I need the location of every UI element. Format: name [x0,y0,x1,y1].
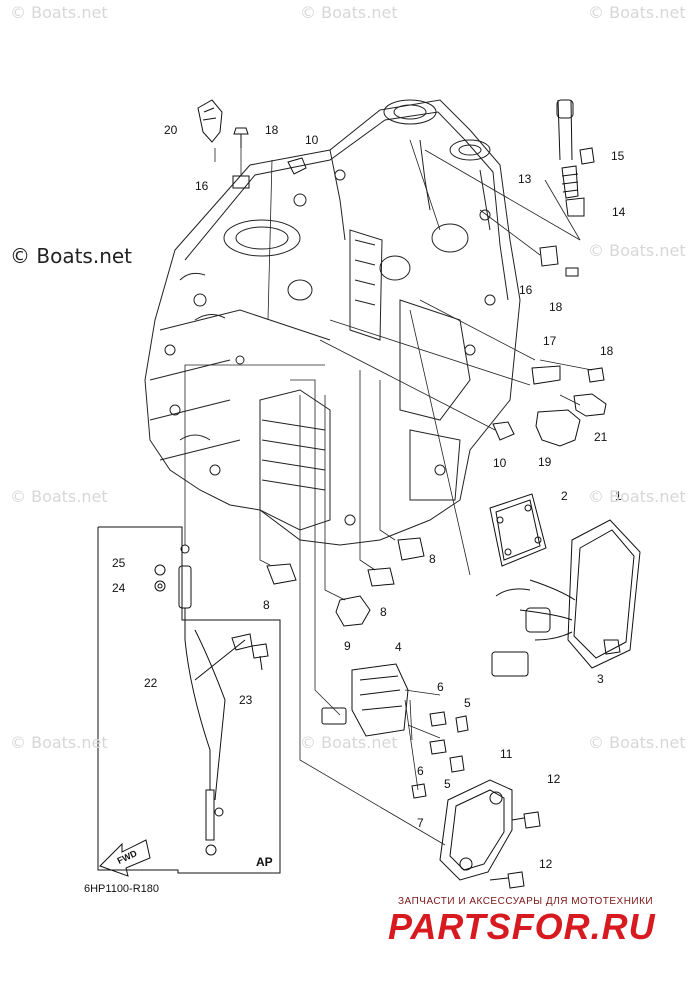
watermark-mid-left: © Boats.net [10,487,108,506]
callout-5-b: 5 [444,777,451,791]
part-4-relay [321,663,409,737]
callout-10-a: 10 [305,133,319,147]
fwd-label: FWD [116,848,139,866]
part-22-lead-wire [178,544,253,856]
part-25-washer [154,564,166,576]
callout-5-a: 5 [464,696,471,710]
callout-14: 14 [612,205,626,219]
part-23-bolt [251,643,269,671]
part-18-bolt-top [233,127,249,148]
fwd-arrow [99,839,151,877]
callout-3: 3 [597,672,604,686]
part-24-nut [154,580,166,592]
callout-13: 13 [518,172,532,186]
brand-logo[interactable]: PARTSFOR.RU [388,906,656,947]
watermark-low-left: © Boats.net [10,733,108,752]
part-13-sensor [556,99,579,199]
callout-2: 2 [561,489,568,503]
engine-block [144,99,521,546]
part-8-clamp-c [397,537,425,561]
callout-16-b: 16 [519,283,533,297]
callout-9: 9 [344,639,351,653]
callout-8-b: 8 [380,605,387,619]
callout-7: 7 [417,816,424,830]
part-7-bolt [411,783,427,799]
callout-18-b: 18 [549,300,563,314]
part-12-bolt-b [507,871,525,889]
callout-18-a: 18 [265,123,279,137]
callout-6-b: 6 [417,764,424,778]
callout-18-c: 18 [600,344,614,358]
part-19-holder [535,409,581,447]
watermark-low-right: © Boats.net [588,733,686,752]
callout-16-a: 16 [195,179,209,193]
callout-4: 4 [395,640,402,654]
callout-20: 20 [164,123,178,137]
part-10-clip-top [287,157,307,175]
part-8-clamp-a [266,563,297,585]
part-1-cdi-unit [491,519,641,677]
part-9-holder [335,595,371,627]
part-12-bolt-a [523,811,541,829]
part-6-bolt-b [429,739,447,755]
callouts: 20 18 10 16 15 13 14 16 18 17 18 21 19 1… [84,123,626,895]
part-14-bracket [565,197,585,217]
callout-17: 17 [543,334,557,348]
part-16-clamp-left [232,175,250,189]
parts [197,99,641,889]
callout-22: 22 [144,676,158,690]
part-15-bolt [579,147,595,165]
part-6-bolt-a [429,711,447,727]
diagram-code: 6HP1100-R180 [84,883,159,895]
callout-10-b: 10 [493,456,507,470]
part-11-cover [439,779,513,881]
ap-inset-border [97,526,281,874]
callout-19: 19 [538,455,552,469]
brand-tagline: ЗАПЧАСТИ И АКСЕССУАРЫ ДЛЯ МОТОТЕХНИКИ [398,896,654,907]
part-8-clamp-b [367,567,395,587]
watermark-copyright: © Boats.net [10,244,133,268]
part-16-clamp-right [539,245,559,267]
part-3-bolt [603,639,621,655]
part-18-bolt-3 [587,367,605,383]
callout-1: 1 [615,489,622,503]
callout-11: 11 [500,747,513,761]
part-5-clip-b [449,755,465,773]
watermark-right-1: © Boats.net [588,241,686,260]
callout-12-b: 12 [539,857,553,871]
callout-12-a: 12 [547,772,561,786]
watermark-top-right: © Boats.net [588,3,686,22]
watermark-top-left: © Boats.net [10,3,108,22]
part-2-gasket [489,493,547,567]
callout-8-c: 8 [263,598,270,612]
part-17-bracket [531,365,561,385]
watermark-low-mid: © Boats.net [300,733,398,752]
part-5-clip-a [455,715,469,733]
callout-23: 23 [239,693,253,707]
ap-inset [97,526,281,877]
part-20-connector [197,99,223,143]
part-21-sensor [573,393,607,417]
callout-6-a: 6 [437,680,444,694]
watermark-right-2: © Boats.net [588,487,686,506]
watermark-top-mid: © Boats.net [300,3,398,22]
part-18-bolt-right [565,267,579,277]
callout-8-a: 8 [429,552,436,566]
part-10-clip-lower [492,421,515,441]
ap-label: AP [256,855,273,869]
callout-21: 21 [594,430,608,444]
callout-24: 24 [112,581,126,595]
callout-15: 15 [611,149,625,163]
callout-25: 25 [112,556,126,570]
